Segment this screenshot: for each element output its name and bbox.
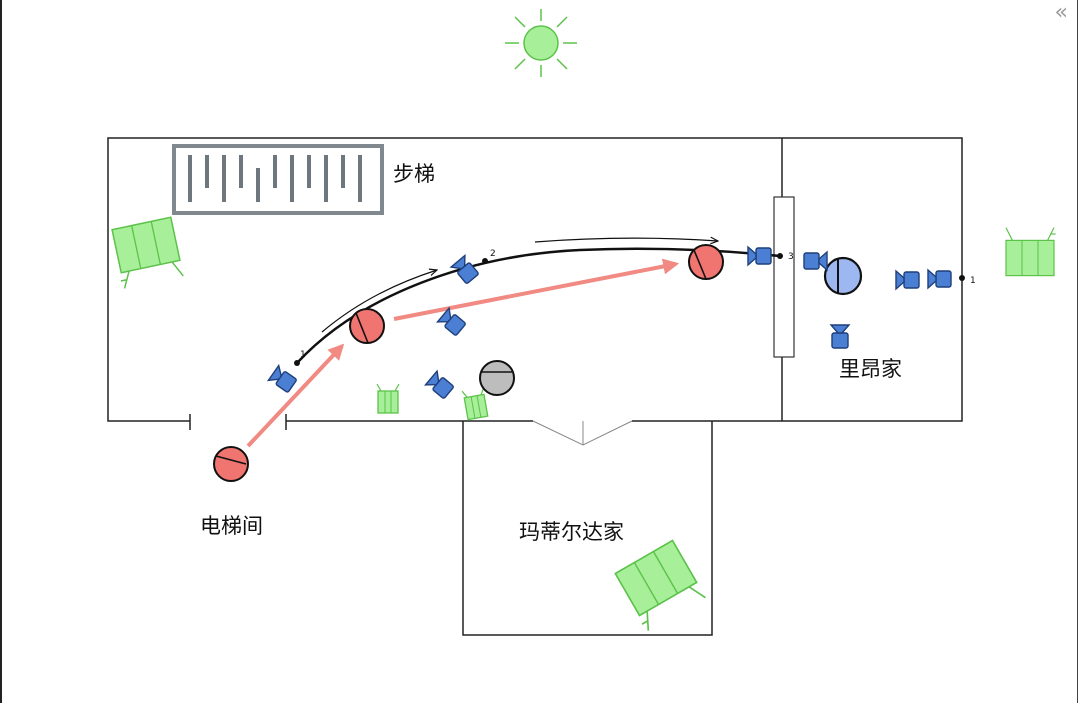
collapse-panel-icon[interactable]: « xyxy=(1054,0,1068,25)
matilda-door xyxy=(532,420,633,446)
matilda-home-label: 玛蒂尔达家 xyxy=(519,520,624,544)
camera-icon xyxy=(424,370,456,401)
track-points xyxy=(294,253,965,366)
shot-number-3: 3 xyxy=(788,252,794,262)
character-red-elevator xyxy=(213,446,249,482)
light-small-1 xyxy=(376,383,400,414)
shot-number-2: 2 xyxy=(490,249,496,259)
stairs-label: 步梯 xyxy=(393,162,435,186)
light-left xyxy=(109,216,184,290)
camera-icon xyxy=(436,307,468,338)
character-blue-leon xyxy=(823,256,863,296)
camera-icon xyxy=(267,364,299,395)
light-matilda xyxy=(612,539,707,633)
camera-icon xyxy=(895,270,920,290)
character-red-door xyxy=(688,244,724,280)
leon-home-label: 里昂家 xyxy=(839,357,902,381)
character-red-middle xyxy=(349,308,385,344)
light-small-2 xyxy=(461,386,490,421)
camera-icon xyxy=(927,269,952,289)
light-right xyxy=(1005,227,1057,277)
shot-number-right-1: 1 xyxy=(970,276,976,286)
camera-icon xyxy=(830,324,850,349)
camera-icon xyxy=(803,251,828,271)
character-movement xyxy=(246,258,680,448)
stairs xyxy=(172,144,384,215)
shot-number-1: 1 xyxy=(300,350,306,360)
camera-icon xyxy=(747,246,772,266)
character-gray xyxy=(479,360,515,396)
sun-icon xyxy=(505,9,577,77)
elevator-room-label: 电梯间 xyxy=(200,514,263,538)
leon-door-panel xyxy=(773,196,795,358)
